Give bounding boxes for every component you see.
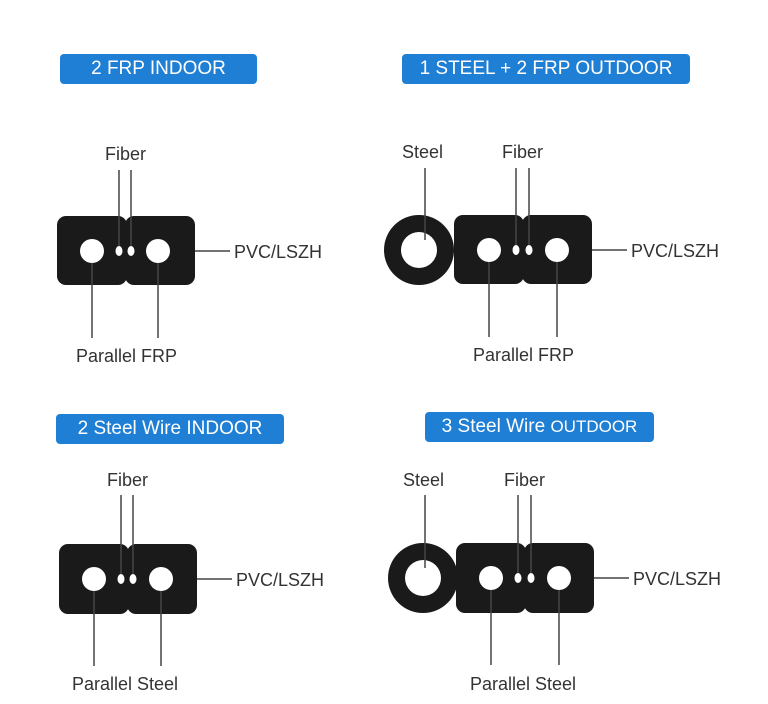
panel-title-2-steel-wire-indoor: 2 Steel Wire INDOOR: [56, 414, 284, 444]
fiber-core-right: [129, 574, 137, 584]
steel-right-member: [547, 566, 571, 590]
fiber-label: Fiber: [504, 470, 545, 490]
frp-left-member: [477, 238, 501, 262]
jacket-label: PVC/LSZH: [234, 242, 322, 262]
panel-title-3-steel-wire-outdoor: 3 Steel Wire OUTDOOR: [425, 412, 654, 442]
steel-label: Steel: [402, 142, 443, 162]
jacket-label: PVC/LSZH: [236, 570, 324, 590]
jacket-label: PVC/LSZH: [631, 241, 719, 261]
panel-title-suffix: OUTDOOR: [550, 417, 638, 436]
frp-left-member: [80, 239, 104, 263]
steel-left-member: [479, 566, 503, 590]
member-label: Parallel FRP: [76, 346, 177, 366]
fiber-core-right: [527, 573, 535, 583]
steel-messenger-core: [401, 232, 437, 268]
steel-messenger-core: [405, 560, 441, 596]
fiber-core-left: [514, 573, 522, 583]
panel-title-1-steel-2-frp-outdoor: 1 STEEL + 2 FRP OUTDOOR: [402, 54, 690, 84]
fiber-core-right: [127, 246, 135, 256]
steel-label: Steel: [403, 470, 444, 490]
panel-title-main: 3 Steel Wire: [441, 416, 546, 437]
panel-title-2-frp-indoor: 2 FRP INDOOR: [60, 54, 257, 84]
fiber-core-left: [512, 245, 520, 255]
steel-right-member: [149, 567, 173, 591]
frp-right-member: [146, 239, 170, 263]
fiber-core-right: [525, 245, 533, 255]
member-label: Parallel Steel: [72, 674, 178, 694]
fiber-core-left: [117, 574, 125, 584]
fiber-core-left: [115, 246, 123, 256]
jacket-label: PVC/LSZH: [633, 569, 721, 589]
frp-right-member: [545, 238, 569, 262]
fiber-label: Fiber: [105, 144, 146, 164]
fiber-label: Fiber: [502, 142, 543, 162]
member-label: Parallel FRP: [473, 345, 574, 365]
fiber-label: Fiber: [107, 470, 148, 490]
member-label: Parallel Steel: [470, 674, 576, 694]
steel-left-member: [82, 567, 106, 591]
